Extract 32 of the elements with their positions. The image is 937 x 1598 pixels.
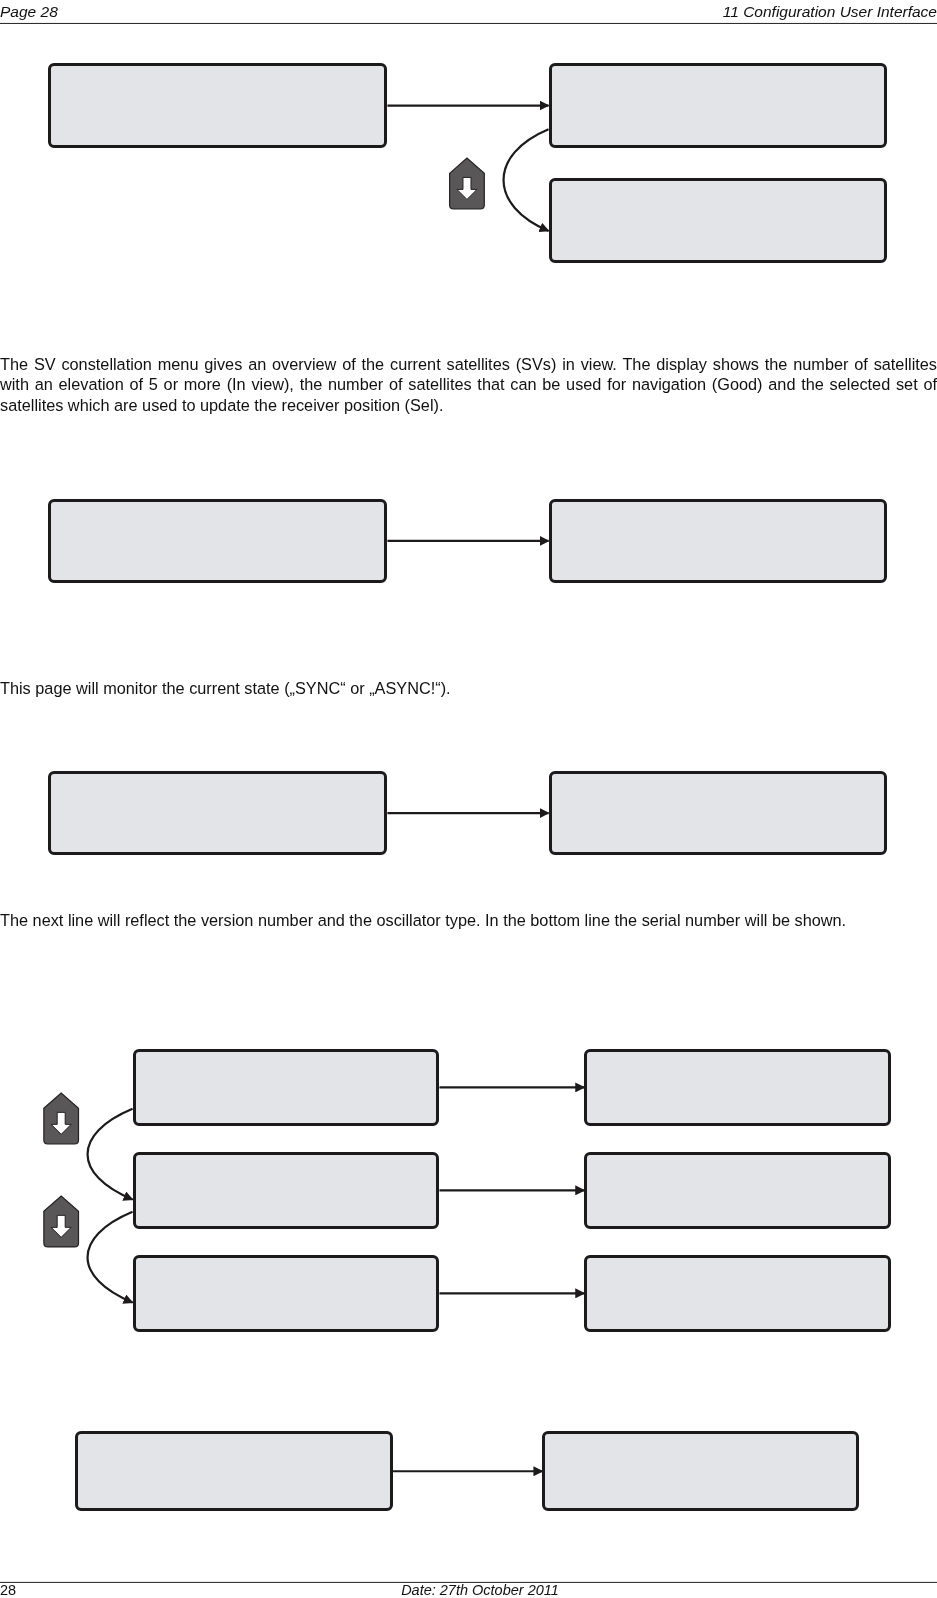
lcd-display-box: [548, 178, 888, 264]
lcd-display-box: [542, 1431, 860, 1511]
lcd-display-box: [75, 1431, 393, 1511]
arrow: [387, 535, 550, 546]
arrow: [439, 1082, 586, 1093]
arrow: [387, 808, 550, 819]
lcd-display-box: [132, 1255, 440, 1332]
arrow: [439, 1185, 586, 1196]
arrow: [86, 1107, 134, 1201]
lcd-display-box: [584, 1152, 892, 1229]
lcd-display-box: [47, 498, 388, 584]
lcd-display-box: [47, 770, 388, 856]
lcd-display-box: [132, 1152, 440, 1229]
lcd-display-box: [548, 498, 888, 584]
description-paragraph: The next line will reflect the version number and the oscillator type. In the bottom line the serial number will be shown.: [0, 910, 848, 931]
lcd-display-box: [132, 1049, 440, 1126]
lcd-display-box: [548, 770, 888, 856]
lcd-display-box: [584, 1049, 892, 1126]
description-paragraph: This page will monitor the current state („SYNC“ or „ASYNC!“).: [0, 678, 452, 699]
date-text: Date: 27th October 2011: [400, 1583, 560, 1598]
page-number: 28: [0, 1583, 18, 1598]
description-paragraph: The SV constellation menu gives an overview of the current satellites (SVs) in view. The display shows the number of satellites with an elevation of 5 or more (In view), the number of satellites that can be used for navigation (Good) and the selected set of satellites which are used to update the receiver position (Sel).: [0, 353, 937, 416]
lcd-display-box: [47, 63, 388, 148]
arrow: [387, 100, 550, 111]
arrow: [502, 128, 550, 232]
arrow: [439, 1288, 586, 1299]
page-number: Page 28: [0, 2, 59, 23]
lcd-display-box: [584, 1255, 892, 1332]
arrow: [86, 1210, 134, 1304]
arrow: [392, 1466, 544, 1477]
lcd-display-box: [548, 63, 888, 148]
chapter-heading: 11 Configuration User Interface: [721, 2, 937, 23]
